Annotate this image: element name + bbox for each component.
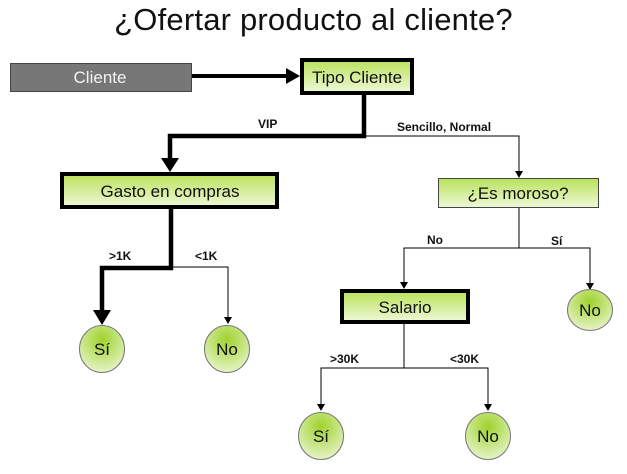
arrowhead-icon xyxy=(286,68,300,84)
arrowhead-icon xyxy=(586,283,594,290)
edge-input-to-tipo-cliente xyxy=(191,68,300,84)
edge-gasto-mayor-1k xyxy=(93,209,174,325)
node-tipo-cliente-label: Tipo Cliente xyxy=(312,68,402,87)
arrowhead-icon xyxy=(484,404,492,411)
node-cliente[interactable]: Cliente xyxy=(10,63,192,92)
edge-vip xyxy=(161,94,367,172)
edge-sencillo-normal xyxy=(366,135,523,178)
node-salario-label: Salario xyxy=(379,298,432,317)
arrowhead-icon xyxy=(224,317,232,324)
leaf-salario-no[interactable]: No xyxy=(465,412,511,460)
node-cliente-label: Cliente xyxy=(74,68,127,87)
leaf-salario-si-label: Sí xyxy=(313,427,329,446)
edge-label-sencillo-normal: Sencillo, Normal xyxy=(397,120,491,134)
edge-label-menor-1k: <1K xyxy=(195,249,218,263)
leaf-gasto-si[interactable]: Sí xyxy=(79,325,125,373)
diagram-title: ¿Ofertar producto al cliente? xyxy=(114,2,513,37)
node-es-moroso-label: ¿Es moroso? xyxy=(467,184,568,203)
leaf-gasto-no-label: No xyxy=(216,340,238,359)
leaf-salario-no-label: No xyxy=(477,427,499,446)
edge-label-mayor-1k: >1K xyxy=(109,249,132,263)
arrowhead-icon xyxy=(400,282,408,289)
arrowhead-icon xyxy=(93,310,111,325)
leaf-salario-si[interactable]: Sí xyxy=(298,412,344,460)
edge-label-menor-30k: <30K xyxy=(450,352,479,366)
node-gasto-en-compras[interactable]: Gasto en compras xyxy=(60,172,279,209)
edge-label-moroso-no: No xyxy=(427,233,443,247)
node-gasto-label: Gasto en compras xyxy=(101,182,240,201)
arrowhead-icon xyxy=(317,404,325,411)
edge-label-vip: VIP xyxy=(258,117,277,131)
node-es-moroso[interactable]: ¿Es moroso? xyxy=(438,178,599,208)
edge-moroso-si xyxy=(519,247,594,290)
leaf-gasto-si-label: Sí xyxy=(94,340,110,359)
edge-salario-menor-30k xyxy=(404,367,492,411)
arrowhead-icon xyxy=(161,158,179,172)
edge-label-mayor-30k: >30K xyxy=(330,352,359,366)
edge-salario-mayor-30k xyxy=(317,323,405,411)
leaf-moroso-no-label: No xyxy=(579,301,601,320)
arrowhead-icon xyxy=(515,171,523,178)
edge-moroso-no xyxy=(400,207,520,289)
node-salario[interactable]: Salario xyxy=(340,289,470,324)
node-tipo-cliente[interactable]: Tipo Cliente xyxy=(300,58,414,95)
edge-label-moroso-si: Sí xyxy=(551,234,563,248)
leaf-moroso-no[interactable]: No xyxy=(567,289,613,331)
edge-gasto-menor-1k xyxy=(173,266,232,324)
leaf-gasto-no[interactable]: No xyxy=(204,325,250,373)
